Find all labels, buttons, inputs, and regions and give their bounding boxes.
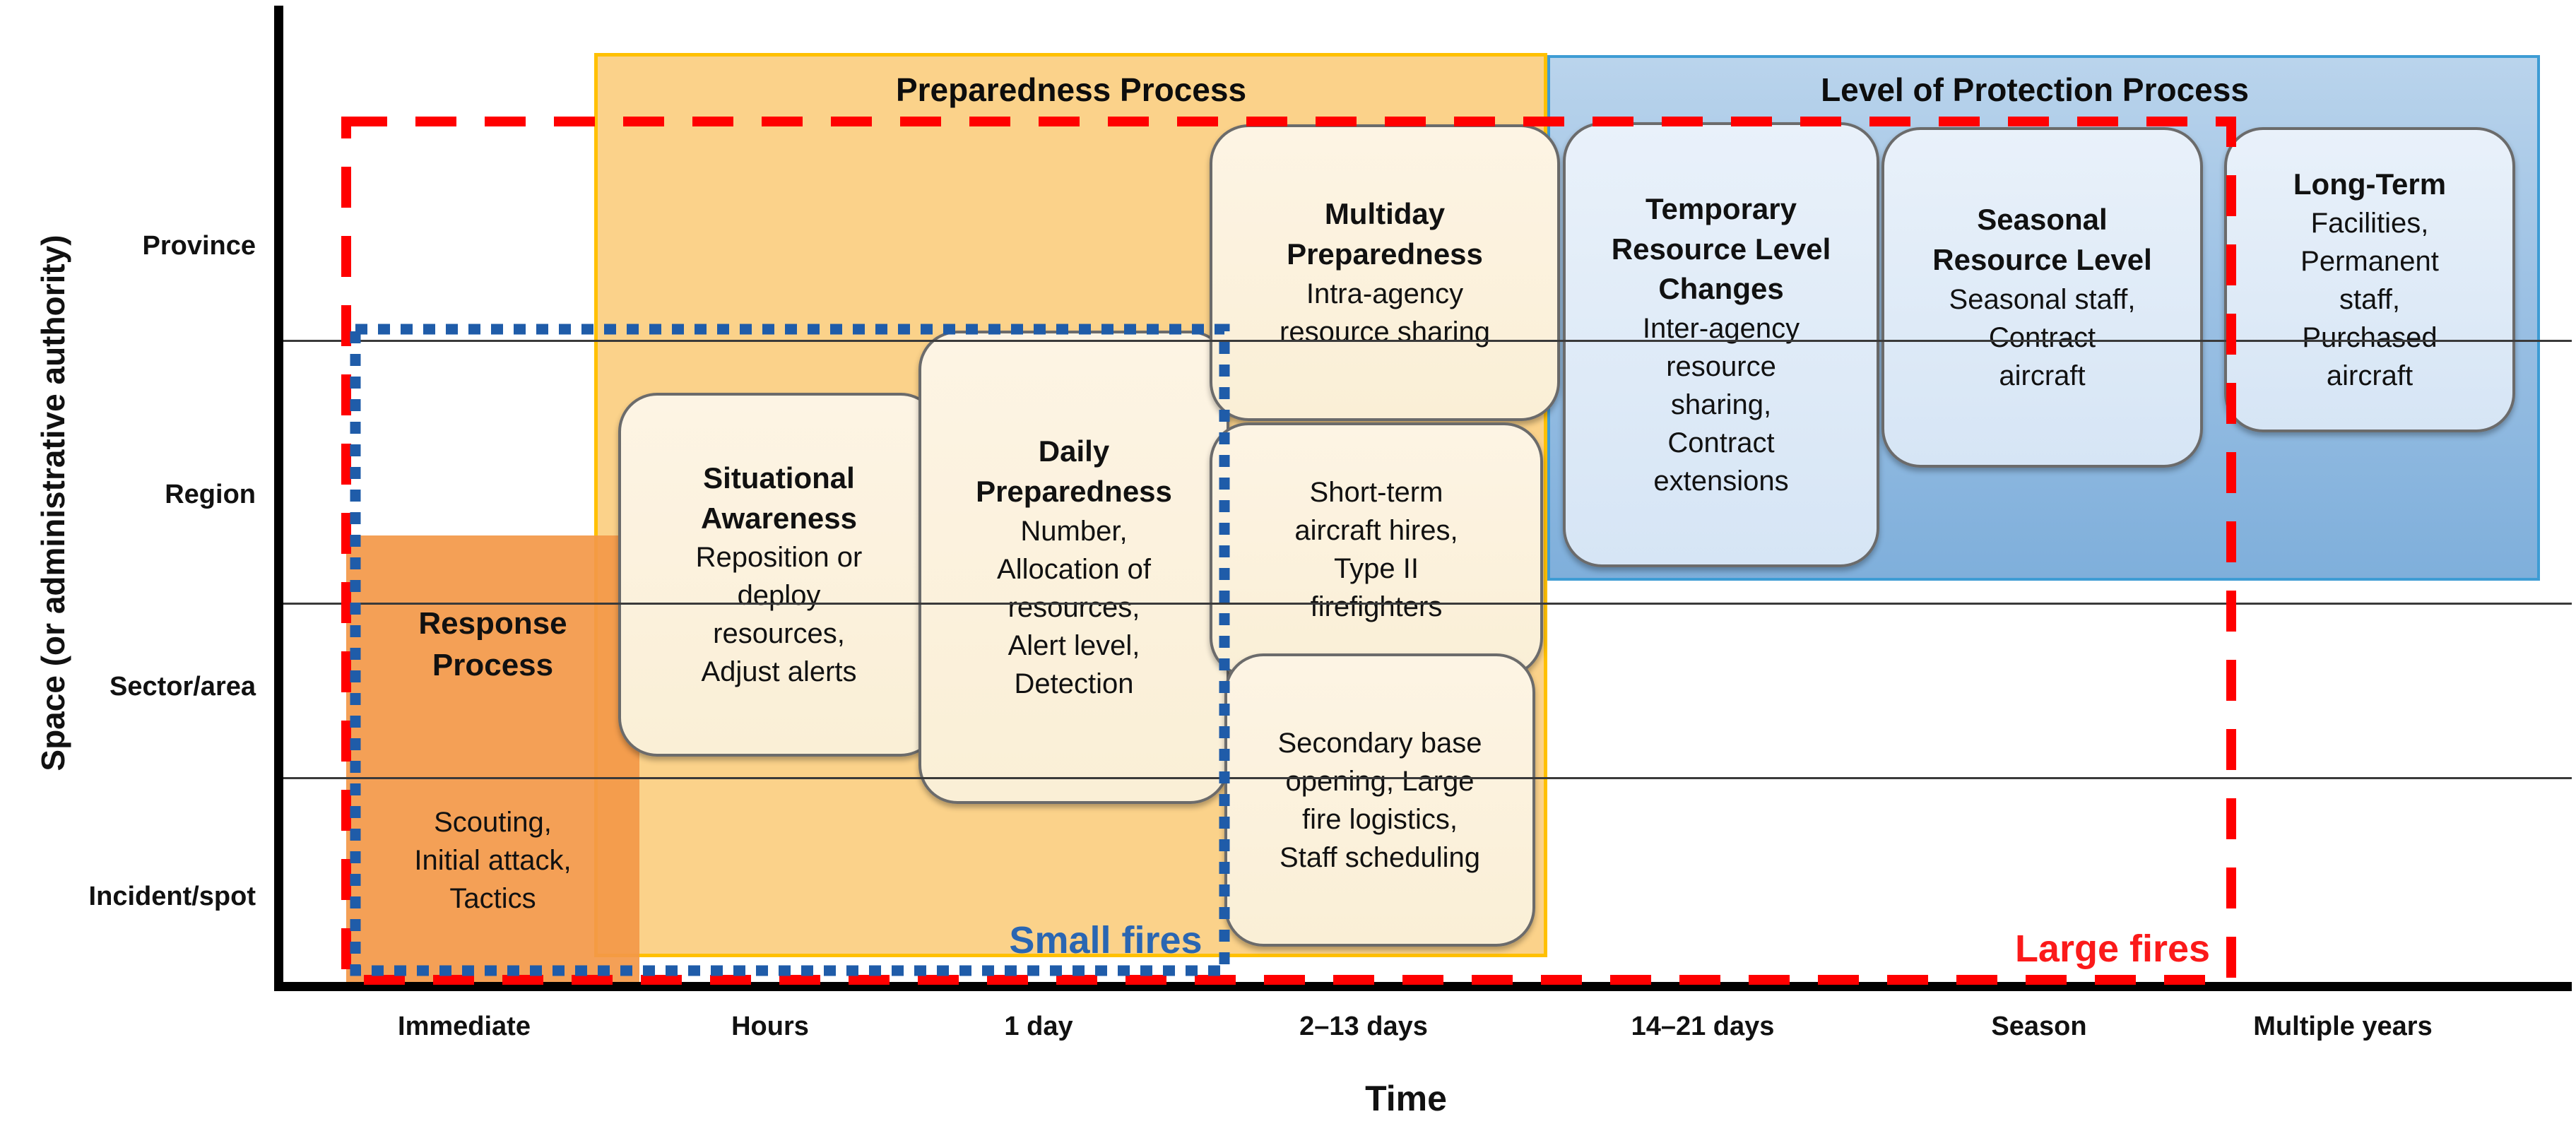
y-tick-province: Province — [142, 231, 256, 261]
temporary-resource-level-changes-title: Temporary Resource Level Changes — [1611, 191, 1831, 306]
large-fires-label: Large fires — [2014, 928, 2211, 970]
daily-preparedness-title: Daily Preparedness — [976, 434, 1172, 508]
x-tick-season: Season — [1991, 1012, 2087, 1041]
x-tick-hours: Hours — [731, 1012, 809, 1041]
secondary-base-opening-body: Secondary base opening, Large fire logis… — [1277, 727, 1482, 873]
gridline-region-sector — [278, 603, 2572, 605]
y-tick-sector-area: Sector/area — [109, 672, 256, 701]
x-tick-2-13-days: 2–13 days — [1299, 1012, 1428, 1041]
seasonal-resource-level-title: Seasonal Resource Level — [1932, 203, 2152, 276]
x-axis-title: Time — [1365, 1079, 1447, 1118]
temporary-resource-level-changes-body: Inter-agency resource sharing, Contract … — [1642, 313, 1800, 497]
x-axis-line — [274, 982, 2572, 991]
preparedness-process-title: Preparedness Process — [895, 71, 1247, 108]
multiday-preparedness-box: Multiday Preparedness Intra-agency resou… — [1210, 124, 1560, 421]
long-term-title: Long-Term — [2293, 167, 2447, 201]
situational-awareness-body: Reposition or deploy resources, Adjust a… — [695, 542, 863, 688]
temporary-resource-level-changes-box: Temporary Resource Level Changes Inter-a… — [1563, 122, 1879, 567]
daily-preparedness-body: Number, Allocation of resources, Alert l… — [997, 515, 1151, 699]
level-of-protection-title: Level of Protection Process — [1821, 71, 2249, 108]
seasonal-resource-level-box: Seasonal Resource Level Seasonal staff, … — [1881, 127, 2203, 468]
long-term-box: Long-Term Facilities, Permanent staff, P… — [2224, 127, 2515, 432]
x-tick-immediate: Immediate — [398, 1012, 531, 1041]
daily-preparedness-box: Daily Preparedness Number, Allocation of… — [918, 331, 1229, 804]
small-fires-label: Small fires — [1009, 919, 1203, 961]
y-axis-title: Space (or administrative authority) — [35, 235, 71, 771]
x-tick-multiple-years: Multiple years — [2253, 1012, 2433, 1041]
multiday-preparedness-title: Multiday Preparedness — [1287, 197, 1483, 271]
y-axis-line — [274, 6, 283, 991]
long-term-body: Facilities, Permanent staff, Purchased a… — [2300, 208, 2439, 392]
situational-awareness-title: Situational Awareness — [700, 461, 858, 535]
y-tick-incident-spot: Incident/spot — [88, 882, 256, 911]
seasonal-resource-level-body: Seasonal staff, Contract aircraft — [1949, 283, 2136, 391]
situational-awareness-box: Situational Awareness Reposition or depl… — [618, 393, 940, 757]
secondary-base-opening-box: Secondary base opening, Large fire logis… — [1224, 653, 1535, 947]
y-tick-region: Region — [165, 480, 256, 509]
response-process-box-title: Response Process — [418, 606, 567, 683]
x-tick-14-21-days: 14–21 days — [1631, 1012, 1775, 1041]
response-process-box-body: Scouting, Initial attack, Tactics — [414, 806, 572, 914]
gridline-sector-incident — [278, 777, 2572, 779]
x-tick-1-day: 1 day — [1004, 1012, 1073, 1041]
short-term-aircraft-hires-box: Short-term aircraft hires, Type II firef… — [1210, 422, 1543, 677]
gridline-province-region — [278, 340, 2572, 342]
